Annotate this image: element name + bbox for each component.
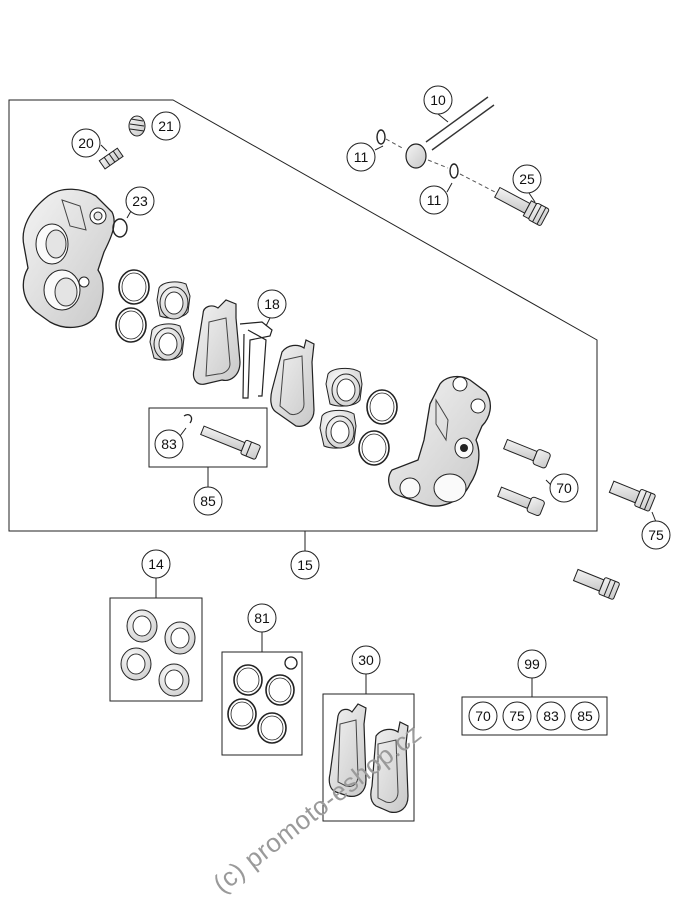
seal-kit-rings xyxy=(227,656,298,744)
callout-11-upper[interactable]: 11 xyxy=(346,142,376,172)
callout-81[interactable]: 81 xyxy=(247,603,277,633)
seal-kit-frame xyxy=(221,651,303,756)
piston-kit-pistons xyxy=(120,609,196,697)
seal-ring-lower xyxy=(449,163,459,179)
kit-99-item-83[interactable]: 83 xyxy=(536,701,566,731)
bolt-75-lower xyxy=(572,568,620,600)
callout-85[interactable]: 85 xyxy=(193,486,223,516)
brake-hose xyxy=(425,96,495,151)
callout-75[interactable]: 75 xyxy=(641,520,671,550)
piston-l2 xyxy=(149,323,185,361)
svg-text:15: 15 xyxy=(297,557,313,573)
seal-ring-r2 xyxy=(358,430,390,466)
svg-text:18: 18 xyxy=(264,296,280,312)
piston-r2 xyxy=(319,409,357,449)
guide-pin xyxy=(200,425,261,460)
kit-99-item-75[interactable]: 75 xyxy=(502,701,532,731)
svg-text:10: 10 xyxy=(430,92,446,108)
callout-30[interactable]: 30 xyxy=(351,645,381,675)
svg-text:85: 85 xyxy=(577,708,593,724)
callout-15[interactable]: 15 xyxy=(290,550,320,580)
svg-text:75: 75 xyxy=(509,708,525,724)
bolt-75-upper xyxy=(608,480,656,512)
brake-pad-left xyxy=(192,299,241,385)
leader-10 xyxy=(437,113,449,123)
leader-20 xyxy=(100,144,108,152)
callout-10[interactable]: 10 xyxy=(423,85,453,115)
svg-text:75: 75 xyxy=(648,527,664,543)
svg-text:85: 85 xyxy=(200,493,216,509)
svg-text:70: 70 xyxy=(475,708,491,724)
bleed-cap xyxy=(128,115,146,137)
mounting-bolt-upper xyxy=(503,438,551,469)
o-ring-23 xyxy=(112,218,128,238)
mounting-bolt-lower xyxy=(497,486,545,517)
svg-text:30: 30 xyxy=(358,652,374,668)
piston-l1 xyxy=(156,281,191,320)
callout-14[interactable]: 14 xyxy=(141,549,171,579)
callout-20[interactable]: 20 xyxy=(71,128,101,158)
svg-text:11: 11 xyxy=(354,149,369,165)
seal-ring-l2 xyxy=(115,307,147,343)
seal-ring-r1 xyxy=(366,389,398,425)
callout-23[interactable]: 23 xyxy=(125,186,155,216)
banjo-bolt xyxy=(494,186,550,226)
leader-83 xyxy=(179,427,187,437)
pad-kit-pads xyxy=(328,703,409,813)
seal-ring-l1 xyxy=(118,269,150,305)
svg-text:81: 81 xyxy=(254,610,270,626)
assembly-frame xyxy=(8,99,598,532)
caliper-half-left xyxy=(22,188,115,328)
svg-text:70: 70 xyxy=(556,480,572,496)
callout-70[interactable]: 70 xyxy=(549,473,579,503)
callout-11-lower[interactable]: 11 xyxy=(419,185,449,215)
svg-text:83: 83 xyxy=(543,708,559,724)
svg-text:20: 20 xyxy=(78,135,94,151)
callout-21[interactable]: 21 xyxy=(151,111,181,141)
svg-text:11: 11 xyxy=(427,192,442,208)
leader-11b xyxy=(446,182,453,193)
leader-11a xyxy=(374,145,384,151)
leader-23 xyxy=(126,210,132,219)
svg-text:83: 83 xyxy=(161,436,177,452)
callout-83[interactable]: 83 xyxy=(154,429,184,459)
caliper-half-right xyxy=(388,375,492,507)
banjo-fitting xyxy=(405,143,427,169)
svg-text:21: 21 xyxy=(158,118,174,134)
kit-99-item-85[interactable]: 85 xyxy=(570,701,600,731)
seal-ring-upper xyxy=(376,129,386,145)
circlip xyxy=(183,414,193,424)
leader-25 xyxy=(528,192,536,203)
pad-kit-frame xyxy=(322,693,415,822)
leader-18 xyxy=(265,317,271,327)
kit-99-item-70[interactable]: 70 xyxy=(468,701,498,731)
svg-text:99: 99 xyxy=(524,656,540,672)
callout-99[interactable]: 99 xyxy=(517,649,547,679)
callout-25[interactable]: 25 xyxy=(512,164,542,194)
bleed-screw xyxy=(98,147,124,170)
callout-18[interactable]: 18 xyxy=(257,289,287,319)
piston-kit-frame xyxy=(109,597,203,702)
piston-r1 xyxy=(325,367,363,407)
brake-pad-right xyxy=(270,339,315,427)
pad-spring xyxy=(239,321,273,399)
leader-75 xyxy=(651,511,657,523)
kit-99-frame xyxy=(461,696,608,736)
svg-text:25: 25 xyxy=(519,171,535,187)
svg-text:14: 14 xyxy=(148,556,164,572)
svg-text:23: 23 xyxy=(132,193,148,209)
